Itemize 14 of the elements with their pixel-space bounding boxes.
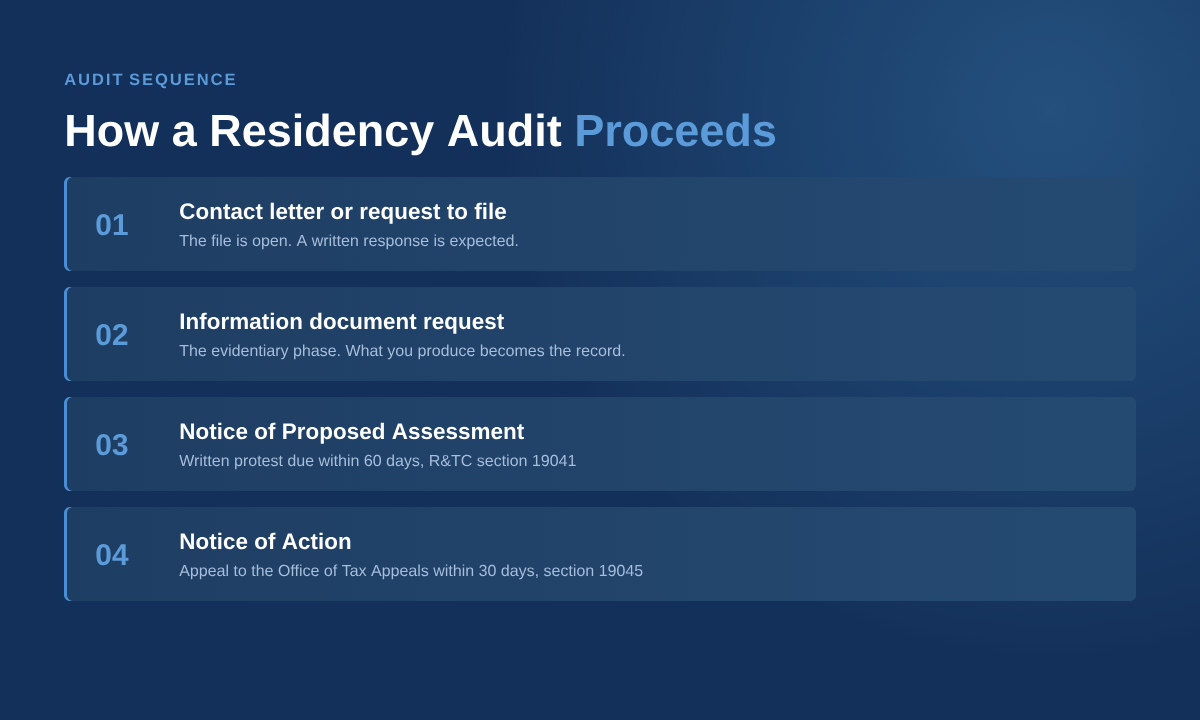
step-description: Appeal to the Office of Tax Appeals within 30 days, section 19045 — [179, 564, 643, 580]
step-number: 04 — [96, 544, 129, 566]
step-heading: Information document request — [180, 312, 504, 334]
step-number: 02 — [96, 324, 128, 346]
step-description: Written protest due within 60 days, R&TC section 19041 — [179, 454, 576, 470]
step-heading: Notice of Action — [180, 532, 351, 550]
step-number: 01 — [96, 214, 128, 236]
step-number: 03 — [96, 434, 128, 456]
step-description: The evidentiary phase. What you produce becomes the record. — [179, 344, 625, 360]
step-description: The file is open. A written response is expected. — [179, 234, 518, 250]
section-label: AUDIT SEQUENCE — [64, 73, 235, 89]
step-heading: Notice of Proposed Assessment — [180, 422, 524, 444]
page-title: How a Residency Audit Proceeds — [67, 113, 776, 156]
step-heading: Contact letter or request to file — [180, 202, 506, 224]
